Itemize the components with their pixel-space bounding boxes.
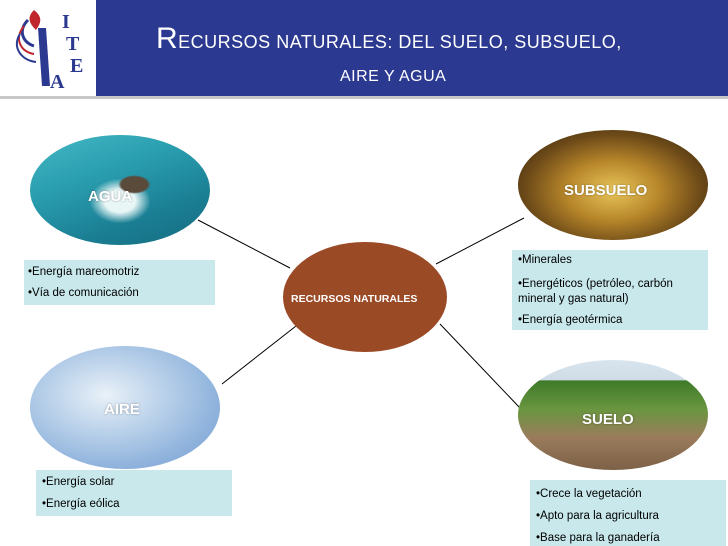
agua-item: Vía de comunicación: [28, 287, 139, 299]
subsuelo-item: •Energéticos (petróleo, carbón: [518, 278, 673, 290]
logo-letter-e: E: [70, 55, 83, 77]
page-title-line2: AIRE Y AGUA: [340, 68, 447, 85]
title-initial: R: [156, 22, 179, 55]
suelo-item: •Apto para la agricultura: [536, 510, 659, 522]
agua-box: Energía mareomotriz Vía de comunicación: [24, 260, 215, 305]
suelo-item: •Base para la ganadería: [536, 532, 660, 544]
logo-letter-i: I: [62, 11, 70, 33]
aire-box: •Energía solar •Energía eólica: [36, 470, 232, 516]
torch-icon: I T E A: [15, 10, 83, 93]
title-rest: ECURSOS NATURALES: DEL SUELO, SUBSUELO,: [178, 32, 622, 52]
subsuelo-item: •Minerales: [518, 254, 572, 266]
connector-aire: [221, 325, 297, 385]
logo-letter-t: T: [66, 33, 80, 55]
connector-suelo: [439, 323, 521, 409]
agua-item: Energía mareomotriz: [28, 266, 139, 278]
connector-agua: [197, 219, 291, 269]
subsuelo-box: •Minerales •Energéticos (petróleo, carbó…: [512, 250, 708, 330]
center-label: RECURSOS NATURALES: [291, 293, 418, 305]
aire-item: •Energía solar: [42, 476, 115, 488]
agua-label: AGUA: [88, 188, 133, 205]
aire-item: •Energía eólica: [42, 498, 120, 510]
logo-letter-a: A: [50, 71, 65, 93]
aire-label: AIRE: [104, 401, 140, 418]
suelo-image: [518, 360, 708, 470]
aire-image: [30, 346, 220, 469]
header-bar: [0, 0, 728, 96]
subsuelo-item-cont: mineral y gas natural): [518, 293, 629, 305]
header-divider: [0, 96, 728, 99]
suelo-item: •Crece la vegetación: [536, 488, 642, 500]
subsuelo-label: SUBSUELO: [564, 182, 648, 199]
page-title-line1: RECURSOS NATURALES: DEL SUELO, SUBSUELO,: [156, 22, 622, 56]
suelo-label: SUELO: [582, 411, 634, 428]
suelo-box: •Crece la vegetación •Apto para la agric…: [530, 480, 726, 546]
center-node: [283, 242, 447, 352]
subsuelo-image: [518, 130, 708, 240]
itea-logo: I T E A: [0, 0, 96, 96]
agua-image: [30, 135, 210, 245]
connector-subsuelo: [435, 217, 525, 265]
subsuelo-item: •Energía geotérmica: [518, 314, 623, 326]
